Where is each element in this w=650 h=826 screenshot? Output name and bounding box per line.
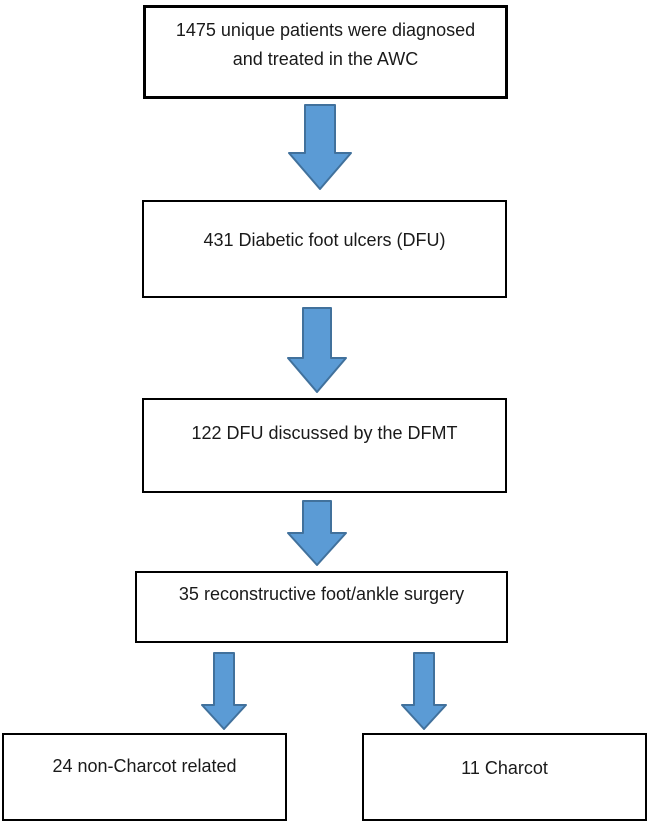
flow-node-patients-label: 1475 unique patients were diagnosed and … (175, 20, 476, 69)
flow-node-dfmt: 122 DFU discussed by the DFMT (142, 398, 507, 493)
flow-node-dfu-label: 431 Diabetic foot ulcers (DFU) (203, 230, 446, 250)
flow-node-non-charcot-label: 24 non-Charcot related (52, 756, 237, 776)
flow-node-surgery: 35 reconstructive foot/ankle surgery (135, 571, 508, 643)
flow-node-patients: 1475 unique patients were diagnosed and … (143, 5, 508, 99)
flow-node-surgery-label: 35 reconstructive foot/ankle surgery (178, 584, 465, 604)
flow-node-charcot-label: 11 Charcot (461, 758, 548, 778)
flow-node-dfu: 431 Diabetic foot ulcers (DFU) (142, 200, 507, 298)
flow-node-charcot: 11 Charcot (362, 733, 647, 821)
flow-node-dfmt-label: 122 DFU discussed by the DFMT (191, 423, 458, 443)
down-arrow-icon (201, 652, 247, 730)
down-arrow-icon (401, 652, 447, 730)
down-arrow-icon (288, 104, 352, 190)
down-arrow-icon (287, 307, 347, 393)
flow-node-non-charcot: 24 non-Charcot related (2, 733, 287, 821)
down-arrow-icon (287, 500, 347, 566)
